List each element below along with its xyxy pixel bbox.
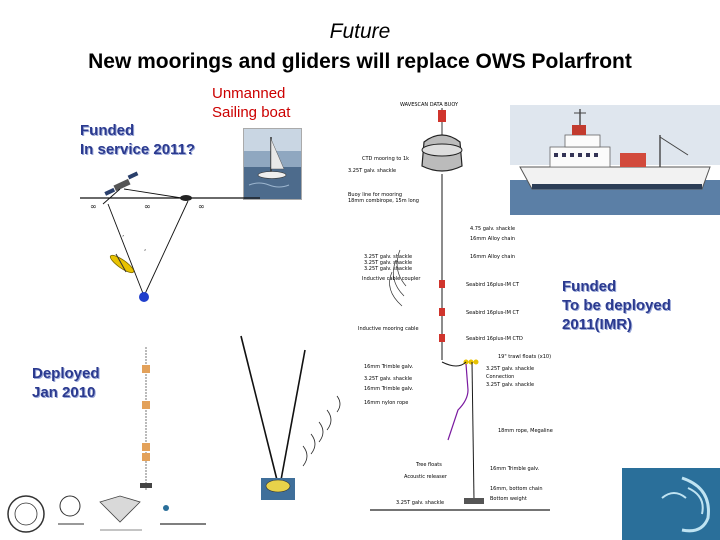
svg-text:3.25T galv. shackle: 3.25T galv. shackle bbox=[364, 266, 412, 272]
instrument-icon-2 bbox=[142, 401, 150, 409]
svg-text:∞: ∞ bbox=[90, 202, 97, 211]
sailing-boat-photo bbox=[243, 128, 302, 200]
svg-text:18mm rope, Megaline: 18mm rope, Megaline bbox=[498, 428, 553, 434]
deployed-mooring-schematic bbox=[140, 347, 152, 490]
funded-service-line2: In service 2011? bbox=[80, 141, 196, 158]
svg-text:18mm combirope, 15m long: 18mm combirope, 15m long bbox=[348, 198, 419, 204]
svg-text:Connection: Connection bbox=[486, 374, 514, 380]
svg-text:3.25T galv. shackle: 3.25T galv. shackle bbox=[364, 376, 412, 382]
unmanned-boat-label: Unmanned Sailing boat bbox=[212, 84, 290, 122]
float-trajectory-down bbox=[107, 203, 145, 297]
svg-text:3.25T galv. shackle: 3.25T galv. shackle bbox=[348, 168, 396, 174]
nansen-center-logo-icon bbox=[99, 495, 142, 531]
svg-text:16mm Alloy chain: 16mm Alloy chain bbox=[470, 236, 515, 242]
funded-deploy-line1: Funded bbox=[562, 278, 617, 295]
funded-deploy-label: Funded To be deployed 2011(IMR) bbox=[562, 277, 671, 334]
glider-diagram: ∞ ∞ ∞ ’ , bbox=[80, 171, 260, 302]
funded-service-label: Funded In service 2011? bbox=[80, 121, 195, 159]
surface-buoy-icon bbox=[421, 108, 463, 172]
mooring-header-text: WAVESCAN DATA BUOY bbox=[400, 102, 459, 108]
glider-icon bbox=[109, 253, 135, 274]
institute-logo-icon bbox=[58, 495, 84, 525]
svg-text:4.75 galv. shackle: 4.75 galv. shackle bbox=[470, 226, 515, 232]
svg-text:Seabird 16plus-IM CT: Seabird 16plus-IM CT bbox=[466, 282, 520, 288]
bottom-weight-icon bbox=[464, 498, 484, 504]
svg-text:16mm Alloy chain: 16mm Alloy chain bbox=[470, 254, 515, 260]
svg-text:Bottom weight: Bottom weight bbox=[490, 496, 527, 502]
satellite-icon bbox=[104, 171, 139, 196]
university-seal-icon bbox=[7, 495, 45, 533]
research-ship-photo bbox=[510, 105, 720, 215]
svg-text:16mm, bottom chain: 16mm, bottom chain bbox=[490, 486, 543, 492]
svg-text:Inductive mooring cable: Inductive mooring cable bbox=[358, 326, 419, 332]
partner-logos bbox=[7, 495, 206, 533]
sensor-ctd-3 bbox=[439, 334, 445, 342]
svg-text:16mm nylon rope: 16mm nylon rope bbox=[364, 400, 408, 406]
funded-deploy-line2: To be deployed bbox=[562, 297, 671, 314]
float-trajectory-up bbox=[143, 200, 189, 297]
svg-text:16mm Trimble galv.: 16mm Trimble galv. bbox=[364, 364, 414, 370]
mooring-diagram: WAVESCAN DATA BUOY CTD mooring to 1k 3.2… bbox=[348, 102, 553, 511]
svg-text:Inductive cable coupler: Inductive cable coupler bbox=[362, 276, 421, 282]
svg-text:3.25T galv. shackle: 3.25T galv. shackle bbox=[486, 366, 534, 372]
mooring-line-lower bbox=[471, 361, 475, 501]
svg-text:,: , bbox=[144, 244, 146, 252]
svg-text:Buoy line for mooring: Buoy line for mooring bbox=[348, 192, 402, 198]
funded-deploy-line3: 2011(IMR) bbox=[562, 316, 633, 333]
svg-text:∞: ∞ bbox=[144, 202, 151, 211]
svg-text:3.25T galv. shackle: 3.25T galv. shackle bbox=[396, 500, 444, 506]
instrument-icon-4 bbox=[142, 453, 150, 461]
svg-text:∞: ∞ bbox=[198, 202, 205, 211]
svg-text:Seabird 16plus-IM CTD: Seabird 16plus-IM CTD bbox=[466, 336, 523, 342]
svg-text:Tree floats: Tree floats bbox=[415, 462, 442, 468]
svg-text:16mm Trimble galv.: 16mm Trimble galv. bbox=[490, 466, 540, 472]
surface-marker-icon bbox=[180, 195, 192, 201]
acoustic-beams bbox=[240, 335, 341, 500]
deployed-line1: Deployed bbox=[32, 365, 100, 382]
uni-research-logo-icon bbox=[160, 505, 206, 525]
unmanned-label-line2: Sailing boat bbox=[212, 104, 291, 121]
sensor-ctd-2 bbox=[439, 308, 445, 316]
instrument-icon-1 bbox=[142, 365, 150, 373]
instrument-icon-3 bbox=[142, 443, 150, 451]
page-title: New moorings and gliders will replace OW… bbox=[88, 50, 632, 73]
svg-text:3.25T galv. shackle: 3.25T galv. shackle bbox=[364, 260, 412, 266]
svg-text:16mm Trimble galv.: 16mm Trimble galv. bbox=[364, 386, 414, 392]
profiling-float-icon bbox=[139, 292, 149, 302]
deployed-line2: Jan 2010 bbox=[32, 384, 96, 401]
svg-text:3.25T galv. shackle: 3.25T galv. shackle bbox=[364, 254, 412, 260]
svg-text:CTD mooring to 1k: CTD mooring to 1k bbox=[362, 156, 409, 162]
swirl-icon bbox=[681, 476, 710, 533]
unmanned-label-line1: Unmanned bbox=[212, 85, 286, 102]
funded-service-line1: Funded bbox=[80, 122, 135, 139]
svg-text:Seabird 16plus-IM CT: Seabird 16plus-IM CT bbox=[466, 310, 520, 316]
title-future: Future bbox=[329, 20, 391, 43]
seabed-instrument-icon bbox=[261, 478, 295, 500]
svg-text:Acoustic releaser: Acoustic releaser bbox=[404, 474, 448, 480]
svg-text:19" trawl floats (x10): 19" trawl floats (x10) bbox=[498, 354, 551, 360]
riser-line bbox=[447, 363, 469, 441]
deployed-label: Deployed Jan 2010 bbox=[32, 364, 100, 402]
sensor-ctd-1 bbox=[439, 280, 445, 288]
svg-text:3.25T galv. shackle: 3.25T galv. shackle bbox=[486, 382, 534, 388]
svg-text:’: ’ bbox=[122, 234, 124, 242]
centre-logo-partial bbox=[622, 468, 720, 540]
